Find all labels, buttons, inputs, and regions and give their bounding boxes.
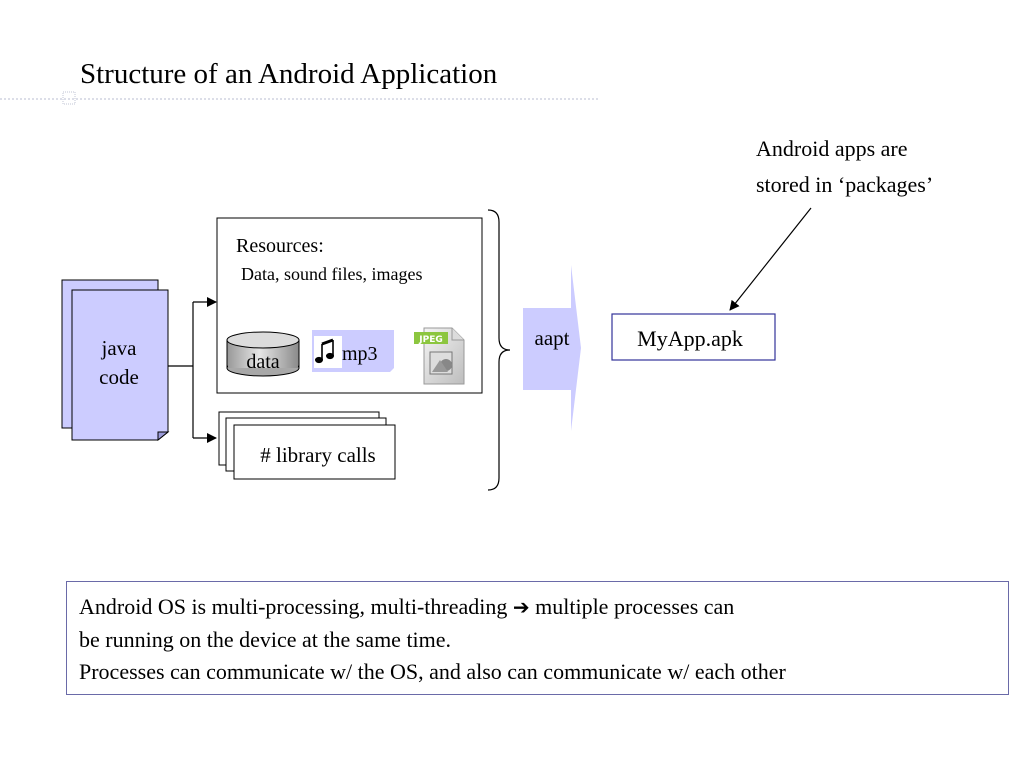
mp3-label: mp3 (342, 343, 378, 365)
note-line-3: Processes can communicate w/ the OS, and… (79, 659, 786, 684)
arrow-right-icon: ➔ (512, 595, 530, 619)
resources-subheading: Data, sound files, images (241, 264, 422, 284)
mp3-file: mp3 (312, 330, 394, 372)
library-calls-stack: # library calls (218, 411, 396, 480)
java-code-label-line1: java (101, 336, 138, 360)
title-underline (0, 91, 600, 105)
grouping-brace (487, 209, 511, 491)
note-line-1-continuation: multiple processes can (535, 594, 735, 619)
note-line-2: be running on the device at the same tim… (79, 626, 452, 652)
note-line-1-text: Android OS is multi-processing, multi-th… (79, 594, 508, 619)
callout-line1: Android apps are (756, 136, 908, 161)
note-line-1: Android OS is multi-processing, multi-th… (79, 591, 996, 624)
database-cylinder-icon: data (226, 331, 300, 377)
jpeg-label: JPEG (418, 335, 442, 345)
java-code-document: java code (61, 279, 170, 442)
note-box: Android OS is multi-processing, multi-th… (66, 581, 1009, 695)
library-calls-label: # library calls (260, 443, 375, 467)
jpeg-file-icon: JPEG (414, 327, 465, 385)
apk-label: MyApp.apk (637, 326, 743, 351)
callout-arrow (729, 207, 812, 311)
page-title: Structure of an Android Application (80, 58, 498, 90)
diagram: java code Resources: Data, sound files, … (0, 91, 933, 491)
aapt-label: aapt (535, 326, 570, 350)
resources-heading: Resources: (236, 235, 324, 257)
java-code-label-line2: code (99, 365, 139, 389)
resources-box: Resources: Data, sound files, images dat… (216, 217, 483, 394)
apk-box: MyApp.apk (611, 313, 776, 361)
aapt-arrow: aapt (523, 265, 581, 431)
java-connector (168, 297, 217, 443)
data-label: data (246, 351, 279, 373)
music-note-icon (315, 338, 334, 364)
callout-line2: stored in ‘packages’ (756, 172, 933, 197)
callout: Android apps are stored in ‘packages’ (729, 136, 933, 311)
